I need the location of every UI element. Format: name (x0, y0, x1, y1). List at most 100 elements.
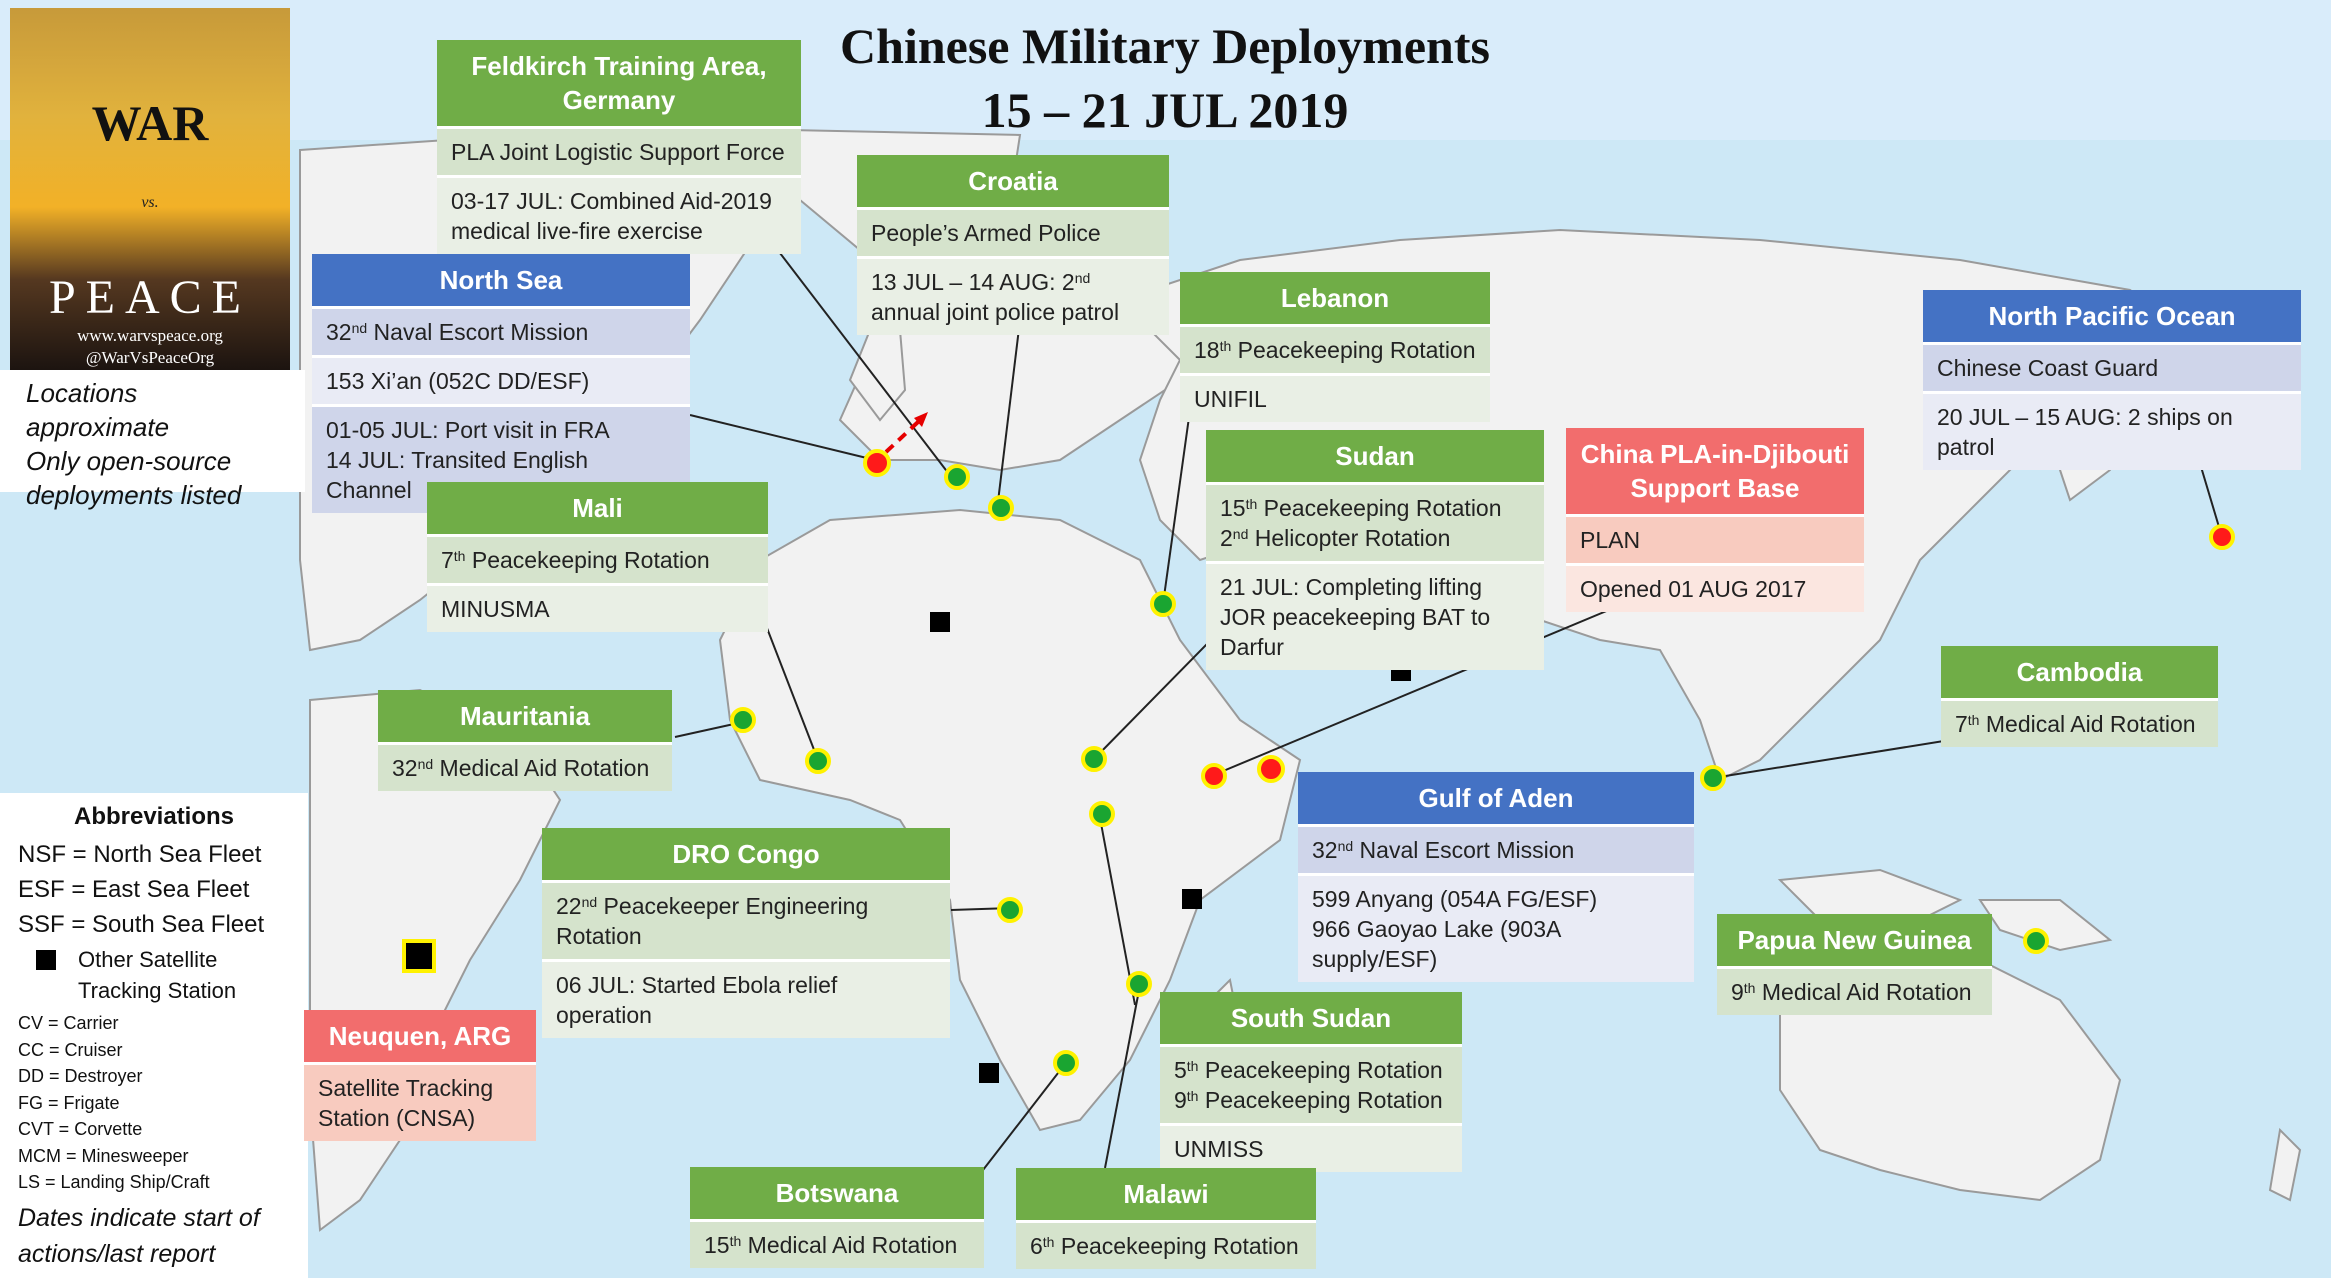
fleet-abbr: ESF = East Sea Fleet (18, 876, 250, 903)
malawi-box: Malawi 6th Peacekeeping Rotation (1016, 1168, 1316, 1269)
box-header: DRO Congo (542, 828, 950, 880)
sudan-marker (1081, 746, 1107, 772)
satellite-station-marker (979, 1063, 999, 1083)
box-unit: 6th Peacekeeping Rotation (1016, 1220, 1316, 1269)
south-sudan-marker (1089, 801, 1115, 827)
png-marker (2023, 928, 2049, 954)
box-detail: Opened 01 AUG 2017 (1566, 563, 1864, 612)
abbreviations-heading: Abbreviations (73, 803, 235, 830)
mali-box: Mali 7th Peacekeeping Rotation MINUSMA (427, 482, 768, 632)
north-pacific-marker (2209, 524, 2235, 550)
box-header: Malawi (1016, 1168, 1316, 1220)
transit-arrow (884, 420, 920, 454)
box-unit: 9th Medical Aid Rotation (1717, 966, 1992, 1015)
dro-congo-marker (997, 897, 1023, 923)
croatia-marker (988, 495, 1014, 521)
box-header: Gulf of Aden (1298, 772, 1694, 824)
abbreviations-panel: Abbreviations NSF = North Sea Fleet ESF … (0, 793, 308, 1278)
box-detail: 20 JUL – 15 AUG: 2 ships on patrol (1923, 391, 2301, 470)
box-detail: MINUSMA (427, 583, 768, 632)
sudan-box: Sudan 15th Peacekeeping Rotation 2nd Hel… (1206, 430, 1544, 670)
box-header: Croatia (857, 155, 1169, 207)
logo-site: www.warvspeace.org (77, 326, 223, 345)
box-detail: 13 JUL – 14 AUG: 2nd annual joint police… (857, 256, 1169, 335)
ship-abbr: FG = Frigate (18, 1092, 120, 1113)
ship-abbr: CC = Cruiser (18, 1039, 123, 1060)
box-ship: 153 Xi’an (052C DD/ESF) (312, 355, 690, 404)
ship-abbr: LS = Landing Ship/Craft (18, 1172, 210, 1192)
box-header: Cambodia (1941, 646, 2218, 698)
fleet-abbr: SSF = South Sea Fleet (18, 911, 265, 938)
mauritania-marker (730, 707, 756, 733)
box-unit: Chinese Coast Guard (1923, 342, 2301, 391)
new-zealand-landmass (2268, 1127, 2302, 1202)
box-ships: 599 Anyang (054A FG/ESF) 966 Gaoyao Lake… (1298, 873, 1694, 982)
box-header: Neuquen, ARG (304, 1010, 536, 1062)
north-sea-marker (863, 449, 891, 477)
box-header: Feldkirch Training Area, Germany (437, 40, 801, 126)
dates-note: Dates indicate start of actions/last rep… (18, 1203, 260, 1268)
title-line-1: Chinese Military Deployments (840, 18, 1490, 74)
box-unit: 32nd Medical Aid Rotation (378, 742, 672, 791)
box-header: Lebanon (1180, 272, 1490, 324)
dro-congo-box: DRO Congo 22nd Peacekeeper Engineering R… (542, 828, 950, 1038)
box-unit: 32nd Naval Escort Mission (312, 306, 690, 355)
ship-abbr: DD = Destroyer (18, 1066, 143, 1086)
djibouti-marker (1201, 763, 1227, 789)
war-vs-peace-logo: WAR vs. PEACE www.warvspeace.org @WarVsP… (10, 8, 290, 370)
gulf-of-aden-box: Gulf of Aden 32nd Naval Escort Mission 5… (1298, 772, 1694, 982)
box-header: Sudan (1206, 430, 1544, 482)
gulf-of-aden-marker (1257, 755, 1285, 783)
box-unit: 7th Medical Aid Rotation (1941, 698, 2218, 747)
box-detail: 21 JUL: Completing lifting JOR peacekeep… (1206, 561, 1544, 670)
north-pacific-box: North Pacific Ocean Chinese Coast Guard … (1923, 290, 2301, 470)
box-header: South Sudan (1160, 992, 1462, 1044)
malawi-marker (1126, 971, 1152, 997)
neuquen-station-marker (402, 939, 436, 973)
box-detail: Satellite Tracking Station (CNSA) (304, 1062, 536, 1141)
neuquen-box: Neuquen, ARG Satellite Tracking Station … (304, 1010, 536, 1141)
logo-handle: @WarVsPeaceOrg (85, 348, 215, 367)
box-header: Botswana (690, 1167, 984, 1219)
mali-marker (805, 748, 831, 774)
box-header: China PLA-in-Djibouti Support Base (1566, 428, 1864, 514)
box-header: Mauritania (378, 690, 672, 742)
satellite-station-marker (930, 612, 950, 632)
new-guinea-landmass (1978, 899, 2113, 952)
box-unit: 15th Medical Aid Rotation (690, 1219, 984, 1268)
cambodia-box: Cambodia 7th Medical Aid Rotation (1941, 646, 2218, 747)
djibouti-box: China PLA-in-Djibouti Support Base PLAN … (1566, 428, 1864, 612)
disclaimer-note: Locations approximate Only open-source d… (0, 370, 305, 510)
mauritania-box: Mauritania 32nd Medical Aid Rotation (378, 690, 672, 791)
logo-vs: vs. (141, 194, 159, 211)
box-header: Mali (427, 482, 768, 534)
station-square-icon (36, 950, 56, 970)
logo-peace: PEACE (48, 271, 251, 324)
note-line-3: deployments listed (26, 480, 242, 510)
box-header: Papua New Guinea (1717, 914, 1992, 966)
feldkirch-box: Feldkirch Training Area, Germany PLA Joi… (437, 40, 801, 254)
station-legend-label: Other Satellite Tracking Station (78, 947, 237, 1003)
box-detail: UNMISS (1160, 1123, 1462, 1172)
box-unit: 22nd Peacekeeper Engineering Rotation (542, 880, 950, 959)
station-legend: Other Satellite Tracking Station (36, 944, 290, 1006)
box-unit: People’s Armed Police (857, 207, 1169, 256)
africa-landmass (718, 508, 1302, 1132)
box-unit: 15th Peacekeeping Rotation 2nd Helicopte… (1206, 482, 1544, 561)
note-line-1: Locations approximate (26, 378, 170, 442)
south-sudan-box: South Sudan 5th Peacekeeping Rotation 9t… (1160, 992, 1462, 1172)
box-unit: 32nd Naval Escort Mission (1298, 824, 1694, 873)
satellite-station-marker (1182, 889, 1202, 909)
cambodia-marker (1700, 765, 1726, 791)
title-line-2: 15 – 21 JUL 2019 (981, 82, 1349, 138)
note-line-2: Only open-source (26, 446, 232, 476)
box-detail: UNIFIL (1180, 373, 1490, 422)
lebanon-marker (1150, 591, 1176, 617)
logo-war: WAR (91, 95, 209, 151)
box-header: North Sea (312, 254, 690, 306)
box-unit: PLA Joint Logistic Support Force (437, 126, 801, 175)
ship-abbr: CV = Carrier (18, 1013, 119, 1033)
box-unit: 18th Peacekeeping Rotation (1180, 324, 1490, 373)
box-detail: 03-17 JUL: Combined Aid-2019 medical liv… (437, 175, 801, 254)
botswana-marker (1053, 1050, 1079, 1076)
